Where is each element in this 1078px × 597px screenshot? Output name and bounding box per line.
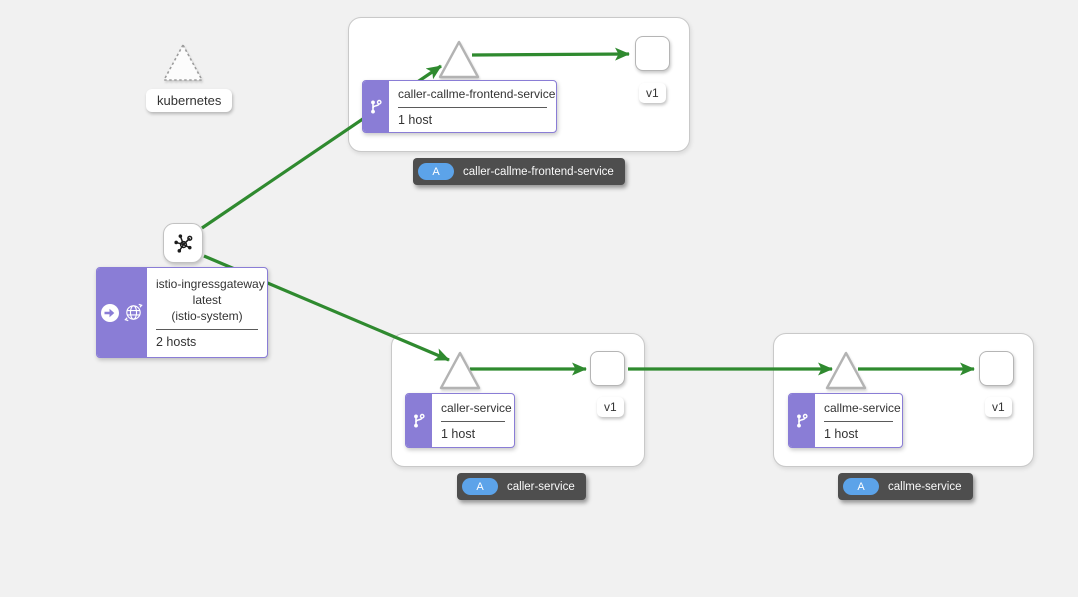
gateway-hosts: 2 hosts — [156, 334, 197, 349]
version-label-frontend[interactable]: v1 — [639, 83, 666, 103]
gateway-title: istio-ingressgateway — [156, 276, 265, 291]
app-label-frontend[interactable]: A caller-callme-frontend-service — [413, 158, 625, 185]
gateway-version: latest — [192, 292, 222, 307]
gateway-globe-icon — [124, 303, 143, 322]
service-name-callme: callme-service — [824, 400, 901, 415]
code-branch-icon — [797, 413, 808, 428]
divider — [441, 420, 505, 422]
service-badge-frontend[interactable]: caller-callme-frontend-service 1 host — [362, 80, 557, 133]
service-badge-callme[interactable]: callme-service 1 host — [788, 393, 903, 448]
edge-frontend-service-to-v1[interactable] — [471, 47, 630, 61]
app-label-caller[interactable]: A caller-service — [457, 473, 586, 500]
service-node-caller[interactable] — [438, 349, 482, 391]
app-label-text: caller-service — [507, 480, 575, 493]
app-badge: A — [462, 478, 498, 495]
app-badge: A — [418, 163, 454, 180]
mesh-hub-icon — [173, 233, 192, 253]
service-hosts-frontend: 1 host — [398, 112, 433, 127]
divider — [398, 106, 547, 108]
workload-node-caller-v1[interactable] — [590, 351, 625, 386]
service-badge-caller[interactable]: caller-service 1 host — [405, 393, 515, 448]
gateway-namespace: (istio-system) — [171, 308, 243, 323]
version-label-caller[interactable]: v1 — [597, 397, 624, 417]
cluster-label[interactable]: kubernetes — [146, 89, 233, 112]
code-branch-icon — [371, 99, 382, 114]
cluster-node-kubernetes[interactable] — [161, 41, 205, 83]
app-label-text: callme-service — [888, 480, 962, 493]
app-label-text: caller-callme-frontend-service — [463, 165, 614, 178]
gateway-badge[interactable]: istio-ingressgateway latest (istio-syste… — [96, 267, 268, 358]
traffic-source-icon — [101, 303, 119, 322]
service-hosts-callme: 1 host — [824, 426, 859, 441]
service-node-frontend[interactable] — [437, 38, 481, 80]
service-hosts-caller: 1 host — [441, 426, 476, 441]
divider — [824, 420, 893, 422]
app-badge: A — [843, 478, 879, 495]
workload-node-frontend-v1[interactable] — [635, 36, 670, 71]
service-name-frontend: caller-callme-frontend-service — [398, 86, 556, 101]
service-node-callme[interactable] — [824, 349, 868, 391]
mesh-node-istio-gateway[interactable] — [163, 223, 203, 263]
workload-node-callme-v1[interactable] — [979, 351, 1014, 386]
app-label-callme[interactable]: A callme-service — [838, 473, 973, 500]
divider — [156, 328, 258, 330]
service-name-caller: caller-service — [441, 400, 512, 415]
version-label-callme[interactable]: v1 — [985, 397, 1012, 417]
code-branch-icon — [414, 413, 425, 428]
